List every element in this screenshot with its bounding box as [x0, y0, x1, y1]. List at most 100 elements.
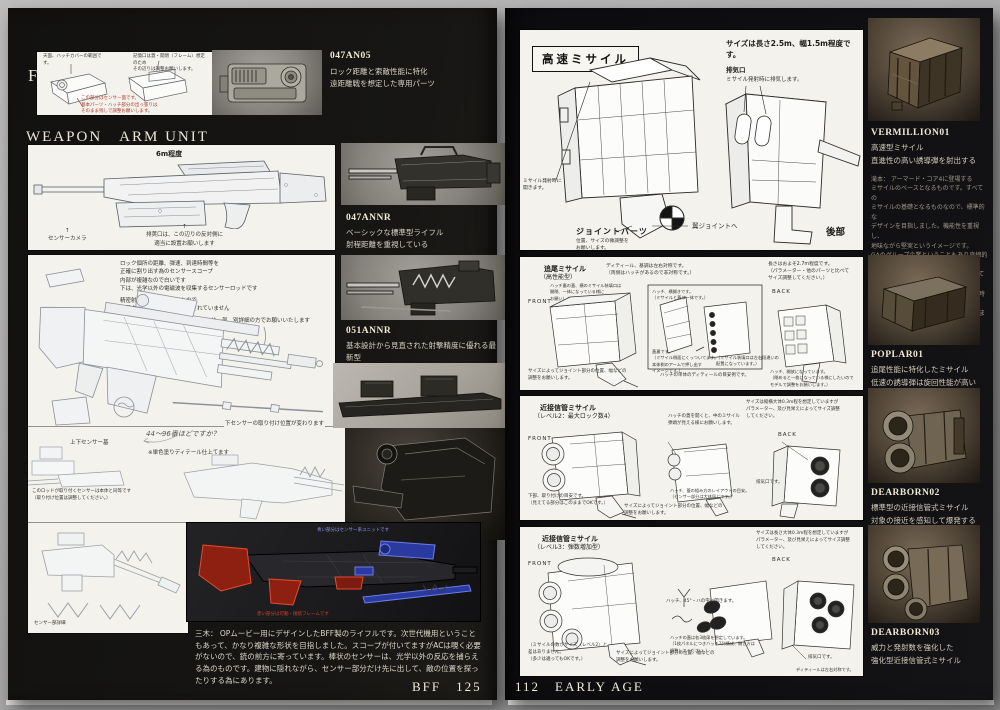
- desc-047annr-2: 射程距離を重視している: [346, 240, 429, 250]
- sidebar-name-3: DEARBORN03: [871, 628, 940, 638]
- thumb-047annr: [341, 143, 505, 205]
- rail-render: [338, 375, 502, 418]
- thumb-dearborn02: [868, 388, 980, 483]
- color-rifle-drawing: [198, 540, 478, 606]
- ann-eject-port: ↑ 排莢口は、この辺りの反対側に 適当に設置お願いします: [146, 224, 224, 247]
- fcs-part-line2: 遠距離戦を想定した専用パーツ: [330, 79, 435, 89]
- sidebar-line2-3: 強化型近接信管式ミサイル: [871, 655, 961, 665]
- dearborn03-render: [882, 544, 969, 621]
- left-page: FCS 天面、ハッチカバーの範囲です。 記憶口は蓋・開閉（フレーム）想定のため …: [8, 8, 505, 700]
- panelB-ann-symmetry: ディティール、基調は左右対称です。 （両側はハッチがあるので非対称です。）: [606, 264, 695, 277]
- panelC-ann-hatch: ハッチの蓋を開くと、中のミサイル 弾頭が見える様にお願いします。: [668, 414, 740, 426]
- right-page: サイズは長さ2.5m、幅1.5m程度です。 高速ミサイル 排気口 ミサイル発射時…: [505, 8, 993, 700]
- panelC-ann-joint: サイズによってジョイント部分の位置、幅などの 調整をお願いします。: [624, 504, 723, 516]
- sidebar-caption-dearborn02: DEARBORN02 標準型の近接信管式ミサイル 対象の接近を感知して爆発する: [871, 488, 989, 528]
- panelC-ann-exhaust: 排気口です。: [756, 480, 783, 485]
- desc-051annr-1: 基本設計から見直された射撃精度に優れる最新型: [346, 341, 496, 363]
- rifle-perspective-panel: ロック個所の距離、弾速、到達時間等を 正確に割り出す為のセンサースコープ 内部が…: [28, 255, 335, 427]
- fcs-line-drawings: [50, 60, 188, 108]
- fcs-sketch-strip: 天面、ハッチカバーの範囲です。 記憶口は蓋・開閉（フレーム）想定のため その辺り…: [37, 52, 212, 115]
- mg-sketch-drawing: [41, 532, 181, 620]
- homing-missile-panel: 追尾ミサイル （高性能型） ディティール、基調は左右対称です。 （両側はハッチが…: [520, 257, 863, 390]
- fcs-part-caption: 047AN05 ロック距離と索敵性能に特化 遠距離戦を想定した専用パーツ: [330, 51, 435, 91]
- mg-render-047annr: [348, 146, 501, 201]
- right-page-footer: 112 EARLY AGE: [515, 679, 644, 694]
- panelD-ann-detail: ディティールは左右対称です。: [796, 667, 854, 672]
- fcs-strip-note-red: この部分はセンサー面です。 基本パーツ・ハッチ部分の出っ張りは そのまま残しで調…: [81, 96, 158, 115]
- high-speed-missile-panel: サイズは長さ2.5m、幅1.5m程度です。 高速ミサイル 排気口 ミサイル発射時…: [520, 30, 863, 251]
- exhaust-desc: ミサイル発射時に排気します。: [726, 76, 803, 83]
- color-art-panel: 青い部分はセンサー系ユニットです 赤い部分は可動・接続フレームです: [187, 523, 480, 621]
- panelB-front: FRONT: [528, 299, 552, 305]
- sidebar-name-1: POPLAR01: [871, 350, 924, 360]
- thumb-vermillion01: [868, 18, 980, 121]
- panelC-ann-layout: ハッチ、蓋の組み方のレイアウトの目安。 （センサー部分は大体同じです。）: [670, 488, 750, 500]
- dark-render-drawing: [352, 437, 496, 521]
- note-updown-sensor: 上下センサー基: [70, 440, 109, 446]
- sidebar-line1-0: 高速型ミサイル: [871, 143, 924, 152]
- panelD-ann-hatch2: ハッチの蓋は各3枚扉を想定しています。 （1枚パネルにつきハッチ2列構成、開き方…: [670, 635, 755, 653]
- fcs-strip-note-left: 天面、ハッチカバーの範囲です。: [43, 54, 102, 66]
- sidebar-line2-2: 対象の接近を感知して爆発する: [871, 515, 976, 525]
- sidebar-line2-1: 低速の誘導弾は旋回性能が高い: [871, 377, 976, 387]
- launcher-drawings: [555, 57, 861, 245]
- panelB-ann-length: 長さはおよそ2.7m程度です。 （パラメーター・他のパーツと比べて サイズ調整し…: [768, 262, 850, 282]
- panelB-back: BACK: [772, 289, 791, 295]
- panelB-ann-hatch-open: ハッチ、開放になっています。 （閉めると一枚になっている様にしたいので モデルで…: [770, 369, 854, 387]
- panelC-ann-bottom-left: 下部、取り付けの目安です。 （見えてる部分はこのままでOKです。）: [528, 494, 609, 506]
- joint-title: ジョイントパーツ: [576, 227, 648, 236]
- panelD-title: 近接信管ミサイル: [542, 535, 598, 543]
- panelA-open-note: ミサイル発射時に 開きます。: [523, 179, 562, 192]
- thumb-rail-detail: [333, 363, 505, 428]
- mg-render-051annr: [346, 260, 496, 316]
- thumb-poplar01: [868, 255, 980, 345]
- panelC-subtitle: （レベル2：最大ロック数4）: [534, 413, 614, 420]
- panelA-wing-note: 翼ジョイントへ: [692, 222, 738, 230]
- color-art-caption-red: 赤い部分は可動・接続フレームです: [257, 612, 329, 617]
- desc-047annr-1: ベーシックな標準型ライフル: [346, 228, 444, 237]
- panelB-inset-note-a: ハッチ、横開きです。 （ミサイルと蓋は一体です。）: [652, 289, 709, 301]
- panelC-ann-size: サイズは縦横大体0.3m程を想定していますが パラメーター、及び見栄えによってサ…: [746, 400, 840, 419]
- panelD-ann-hatch: ハッチ、45°・ハの字に開きます。: [666, 599, 737, 604]
- sketch-panel-lower: 44～96番ほどですか？ 下センサーの取り付け位置が変わります 上下センサー基 …: [28, 419, 346, 523]
- rifle-side-view-drawing: [33, 160, 327, 229]
- panelD-ann-size: サイズは長さ大体0.3m程を想定していますが パラメーター、及び見栄えによってサ…: [756, 531, 850, 550]
- vermillion01-render: [887, 37, 964, 111]
- proximity-lvl3-drawings: [538, 557, 855, 666]
- rifle-perspective-drawing: [38, 268, 323, 426]
- fcs-part-line1: ロック距離と索敵性能に特化: [330, 67, 428, 76]
- exhaust-title: 排気口: [726, 66, 746, 74]
- panelB-inset-note-b: 蓋裏です。 （ミサイル側面にくっついてます。 本体側のアームで押し出す イメージ…: [652, 349, 719, 373]
- caption-051annr: 051ANNR 基本設計から見直された射撃精度に優れる最新型: [346, 326, 502, 365]
- fcs-device-render: [219, 63, 307, 103]
- fcs-part-id: 047AN05: [330, 51, 371, 61]
- panelC-front: FRONT: [528, 436, 552, 442]
- section-title: WEAPON ARM UNIT: [26, 129, 209, 145]
- proximity-missile-lvl3-panel: 近接信管ミサイル （レベル3：弾数増加型） FRONT BACK サイズは長さ大…: [520, 527, 863, 676]
- panel4-caption: センサー部詳細: [34, 621, 66, 626]
- panelC-back: BACK: [778, 432, 797, 438]
- panelB-title: 追尾ミサイル: [544, 265, 586, 273]
- panelA-size-note: サイズは長さ2.5m、幅1.5m程度です。: [726, 39, 851, 60]
- sidebar-caption-dearborn03: DEARBORN03 威力と発射数を強化した 強化型近接信管式ミサイル: [871, 628, 989, 668]
- panelD-subtitle: （レベル3：弾数増加型）: [534, 544, 604, 551]
- left-page-edge: [6, 700, 492, 705]
- panelD-ann-exhaust: 排気口です。: [808, 655, 835, 660]
- size-note: 6m程度: [156, 150, 183, 158]
- sidebar-line1-2: 標準型の近接信管式ミサイル: [871, 503, 969, 512]
- proximity-missile-lvl2-panel: 近接信管ミサイル （レベル2：最大ロック数4） FRONT BACK サイズは縦…: [520, 396, 863, 520]
- id-047annr: 047ANNR: [346, 213, 392, 223]
- sidebar-line1-1: 追尾性能に特化したミサイル: [871, 365, 969, 374]
- panelB-ann-joint: サイズによってジョイント部分の位置、幅などの 調整をお願いします。: [528, 369, 627, 381]
- handwritten-note: 44～96番ほどですか？: [146, 430, 220, 438]
- id-051annr: 051ANNR: [346, 326, 392, 336]
- dearborn02-render: [882, 409, 967, 474]
- lower-sketches-drawing: [28, 434, 345, 520]
- panelA-rear-label: 後部: [826, 227, 846, 238]
- panelD-back: BACK: [772, 557, 791, 563]
- ann-sensor-scope: ロック個所の距離、弾速、到達時間等を 正確に割り出す為のセンサースコープ 内部が…: [120, 261, 258, 292]
- right-page-edge: [508, 700, 994, 705]
- poplar01-render: [881, 276, 968, 332]
- caption-047annr: 047ANNR ベーシックな標準型ライフル 射程距離を重視している: [346, 213, 443, 252]
- sidebar-line2-0: 直進性の高い誘導弾を射出する: [871, 155, 976, 165]
